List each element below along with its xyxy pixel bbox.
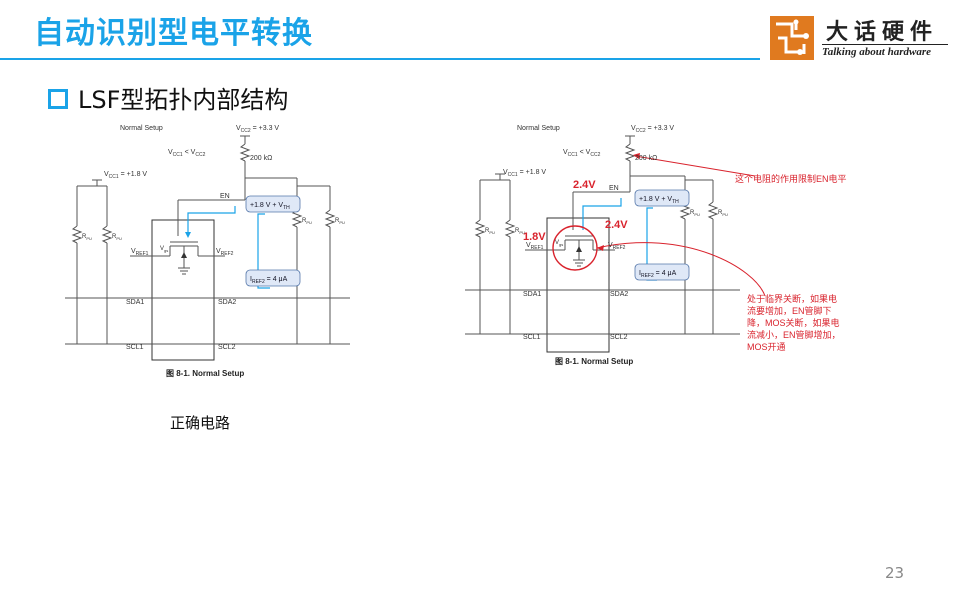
label-normal-setup: Normal Setup — [120, 125, 163, 132]
circuit-logo-icon — [770, 16, 814, 60]
label-vcc-compare: VCC1 < VCC2 — [168, 149, 206, 158]
figure-caption-left: 图 8-1. Normal Setup — [166, 369, 244, 378]
label-vth: +1.8 V + VTH — [250, 202, 290, 211]
label-rpu-3: RPU — [690, 210, 700, 217]
label-rpu-3: RPU — [302, 218, 312, 225]
label-scl1: SCL1 — [126, 344, 144, 351]
brand-logo: 大话硬件 Talking about hardware — [770, 16, 950, 64]
label-sda1: SDA1 — [523, 291, 541, 298]
vth-box — [634, 189, 690, 207]
label-vref1: VREF1 — [131, 248, 149, 257]
label-200k: 200 kΩ — [250, 155, 272, 162]
label-rpu-2: RPU — [112, 234, 122, 241]
label-scl2: SCL2 — [610, 334, 628, 341]
label-rpu-4: RPU — [335, 218, 345, 225]
label-rpu-4: RPU — [718, 210, 728, 217]
annotation-arrow-icon-2 — [597, 245, 604, 251]
label-rpu-1: RPU — [485, 228, 495, 235]
right-circuit-diagram: Normal Setup VCC2 = +3.3 V VCC1 < VCC2 2… — [455, 118, 875, 378]
logo-chinese-text: 大话硬件 — [826, 19, 939, 45]
svg-text:流要增加，EN管脚下: 流要增加，EN管脚下 — [747, 305, 832, 316]
label-vref2: VREF2 — [216, 248, 234, 257]
note-critical-off: 处于临界关断，如果电 流要增加，EN管脚下 降，MOS关断，如果电 流减小，EN… — [747, 293, 841, 352]
label-2-4v-top: 2.4V — [573, 179, 596, 191]
label-200k: 200 kΩ — [635, 155, 657, 162]
label-sda2: SDA2 — [218, 299, 236, 306]
current-path-hint — [187, 206, 270, 289]
svg-text:处于临界关断，如果电: 处于临界关断，如果电 — [747, 293, 837, 304]
label-vcc1: VCC1 = +1.8 V — [104, 171, 147, 180]
logo-underline — [822, 44, 948, 45]
label-rpu-1: RPU — [82, 234, 92, 241]
label-2-4v-right: 2.4V — [605, 219, 628, 231]
figure-caption-right: 图 8-1. Normal Setup — [555, 357, 633, 366]
label-scl1: SCL1 — [523, 334, 541, 341]
label-vref2: VREF2 — [608, 242, 626, 251]
label-vth: +1.8 V + VTH — [639, 196, 679, 205]
section-heading: LSF型拓扑内部结构 — [48, 80, 288, 115]
vth-box — [245, 195, 301, 213]
iref-box — [245, 269, 301, 287]
hint-arrow-icon — [185, 232, 191, 238]
svg-text:降，MOS关断，如果电: 降，MOS关断，如果电 — [747, 317, 840, 328]
correct-circuit-caption: 正确电路 — [170, 414, 231, 432]
label-vcc-compare: VCC1 < VCC2 — [563, 149, 601, 158]
logo-english-text: Talking about hardware — [822, 46, 932, 58]
title-divider — [0, 58, 760, 60]
label-sda2: SDA2 — [610, 291, 628, 298]
label-scl2: SCL2 — [218, 344, 236, 351]
svg-text:流减小，EN管脚增加，: 流减小，EN管脚增加， — [747, 329, 841, 340]
bullet-square-icon — [48, 89, 68, 109]
note-resistor: 这个电阻的作用限制EN电平 — [735, 173, 847, 184]
mosfet-arrow-icon — [576, 246, 582, 252]
label-normal-setup: Normal Setup — [517, 125, 560, 132]
slide-title: 自动识别型电平转换 — [34, 16, 313, 51]
label-vgs: Vgs — [160, 246, 168, 253]
label-iref: IREF2 = 4 μA — [639, 270, 677, 279]
annotation-arrow-icon — [633, 153, 640, 159]
label-sda1: SDA1 — [126, 299, 144, 306]
label-vcc2: VCC2 = +3.3 V — [631, 125, 674, 134]
label-en: EN — [609, 185, 619, 192]
page-number: 23 — [885, 564, 905, 582]
label-vcc1: VCC1 = +1.8 V — [503, 169, 546, 178]
label-vref1: VREF1 — [526, 242, 544, 251]
section-heading-text: LSF型拓扑内部结构 — [78, 86, 289, 114]
svg-text:MOS开通: MOS开通 — [747, 342, 786, 352]
label-iref: IREF2 = 4 μA — [250, 276, 288, 285]
label-rpu-2: RPU — [515, 228, 525, 235]
left-circuit-svg: Normal Setup VCC2 = +3.3 V VCC1 < VCC2 2… — [65, 125, 350, 378]
iref-box — [634, 263, 690, 281]
left-circuit-diagram: Normal Setup VCC2 = +3.3 V VCC1 < VCC2 2… — [60, 118, 360, 388]
label-en: EN — [220, 193, 230, 200]
mosfet-arrow-icon — [181, 252, 187, 258]
label-1-8v: 1.8V — [523, 231, 546, 243]
label-vcc2: VCC2 = +3.3 V — [236, 125, 279, 134]
right-circuit-svg: Normal Setup VCC2 = +3.3 V VCC1 < VCC2 2… — [465, 125, 847, 366]
label-vgs: Vgs — [555, 240, 563, 247]
